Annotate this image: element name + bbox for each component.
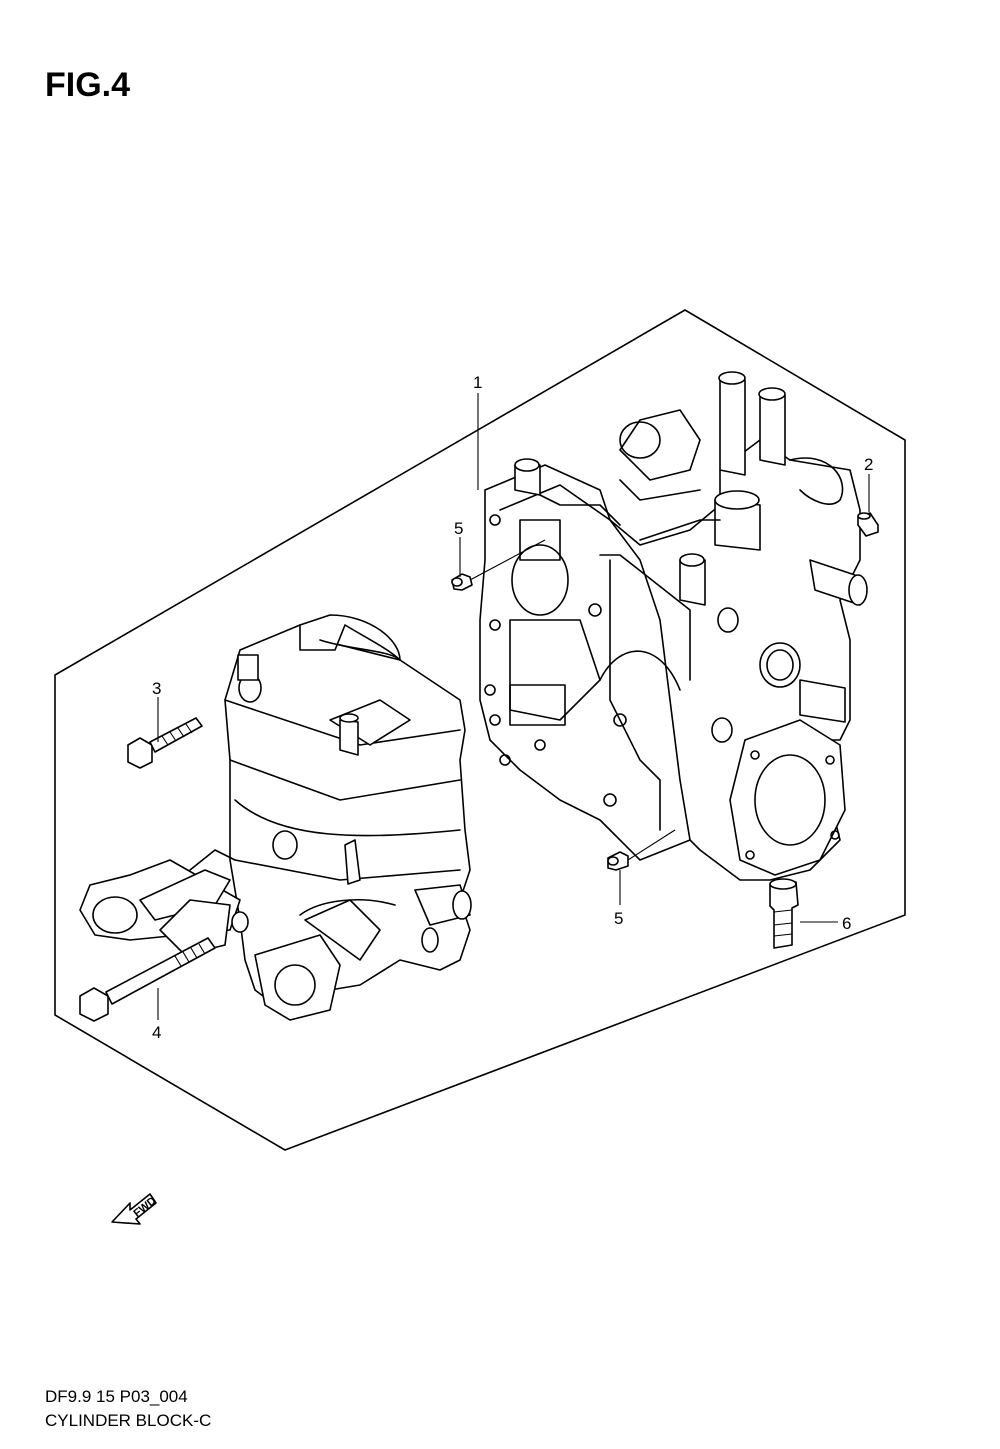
dowel-pin-5-lower xyxy=(607,851,629,871)
footer-code: DF9.9 15 P03_004 xyxy=(45,1387,188,1406)
callout-5-lower: 5 xyxy=(614,909,623,928)
fwd-arrow-icon: FWD xyxy=(111,1193,159,1225)
fitting-6 xyxy=(769,878,799,949)
assembly-boundary xyxy=(54,309,906,1151)
bolt-4 xyxy=(79,937,216,1022)
callout-2: 2 xyxy=(864,455,873,474)
callout-3: 3 xyxy=(152,679,161,698)
leader-lines xyxy=(157,393,870,1020)
callout-1: 1 xyxy=(473,373,482,392)
callout-4: 4 xyxy=(152,1023,161,1042)
crankcase-half xyxy=(79,614,472,1021)
callout-5-upper: 5 xyxy=(454,519,463,538)
fwd-label: FWD xyxy=(131,1195,158,1220)
dowel-pin-2 xyxy=(857,512,879,537)
bolt-3 xyxy=(127,717,203,769)
callout-6: 6 xyxy=(842,914,851,933)
dowel-pin-5-upper xyxy=(451,573,473,591)
figure-title: FIG.4 xyxy=(45,66,130,104)
footer-name: CYLINDER BLOCK-C xyxy=(45,1411,211,1430)
cylinder-block xyxy=(479,371,868,881)
